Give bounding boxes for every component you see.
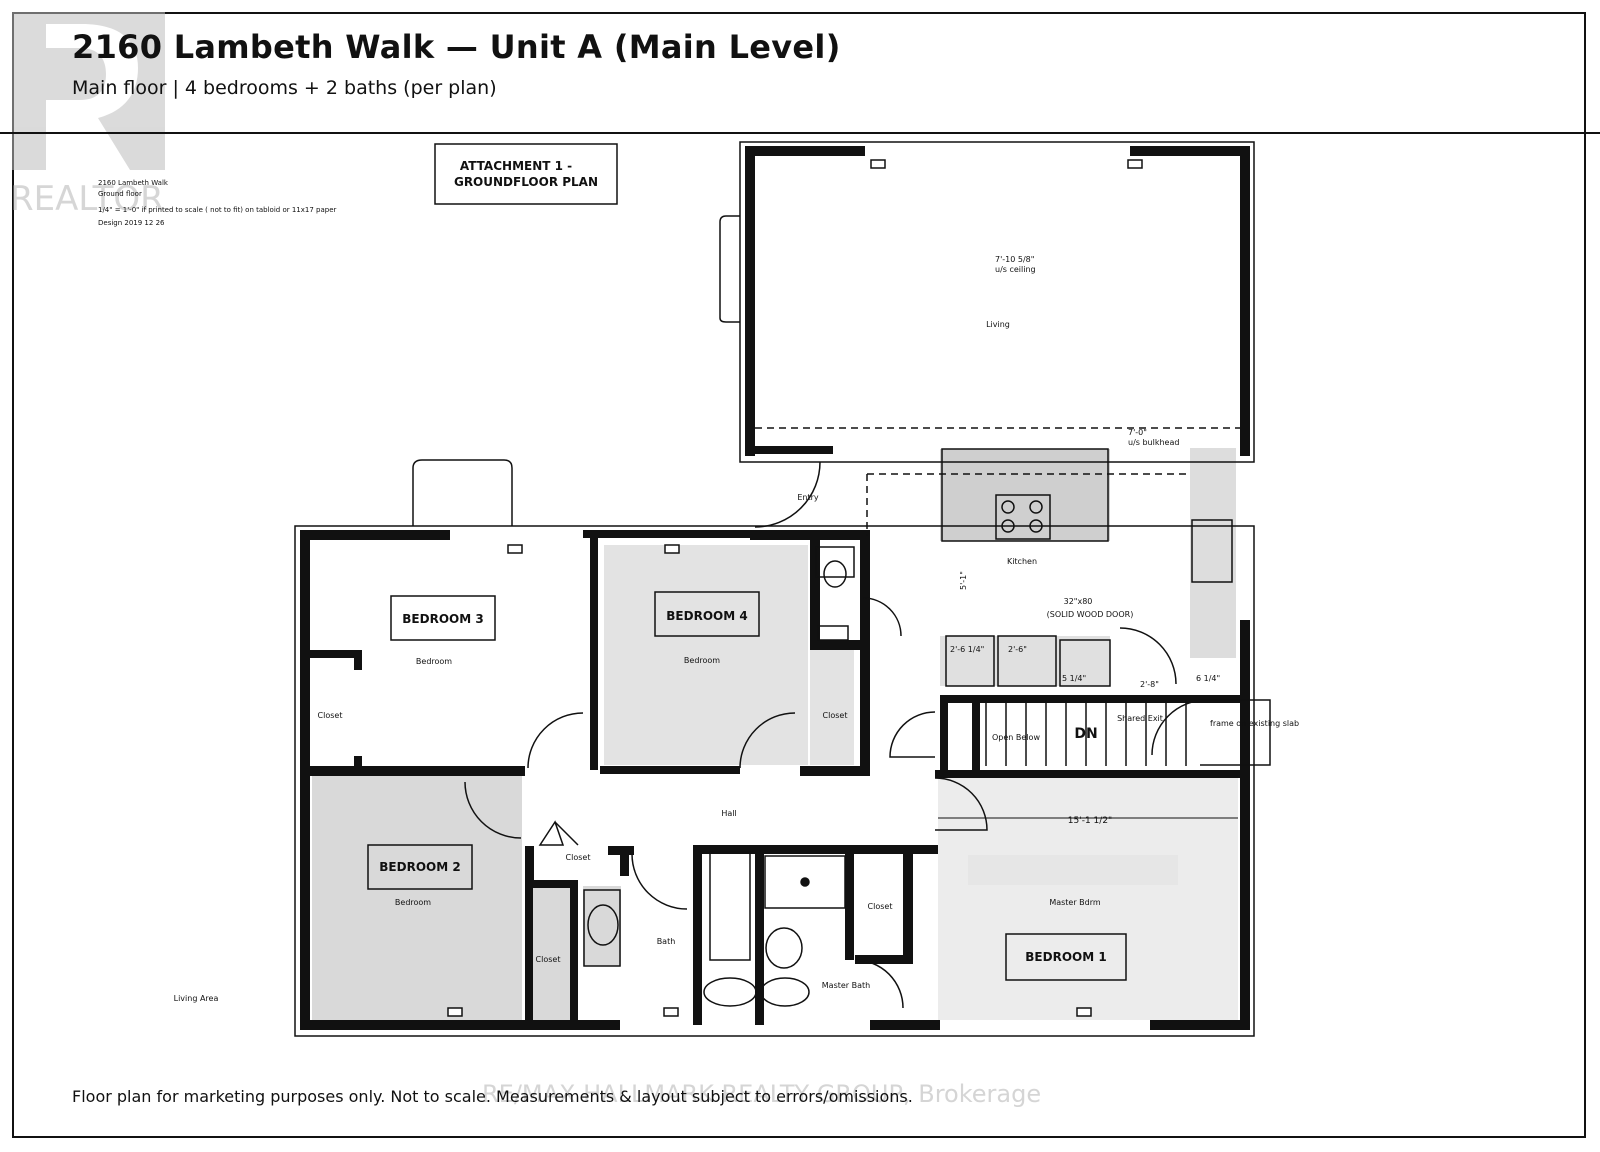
master-bedroom-label: Master Bdrm: [1049, 898, 1101, 907]
master-bath-label: Master Bath: [822, 981, 870, 990]
bedroom2-label: BEDROOM 2: [379, 860, 460, 874]
page-frame: [12, 12, 1586, 1138]
dim-3: 5 1/4": [1062, 674, 1086, 683]
bath-label: Bath: [657, 937, 676, 946]
ceiling-note: u/s ceiling: [995, 265, 1036, 274]
open-below: Open Below: [992, 733, 1040, 742]
bedroom1-label: BEDROOM 1: [1025, 950, 1106, 964]
bedroom3-sublabel: Bedroom: [416, 657, 452, 666]
attachment-title-1: ATTACHMENT 1 -: [460, 159, 572, 173]
bulkhead-height: 7'-0": [1128, 428, 1147, 437]
hall-dimension: 15'-1 1/2": [1068, 816, 1112, 826]
page-title: 2160 Lambeth Walk — Unit A (Main Level): [72, 28, 841, 66]
living-area-label: Living Area: [174, 994, 219, 1003]
bulkhead-note: u/s bulkhead: [1128, 438, 1179, 447]
entry-label: Entry: [797, 493, 819, 502]
closet-label: Closet: [318, 711, 343, 720]
project-info-4: Design 2019 12 26: [98, 219, 165, 227]
kitchen-label: Kitchen: [1007, 557, 1037, 566]
closet-label: Closet: [536, 955, 561, 964]
hall-label: Hall: [721, 809, 736, 818]
closet-label: Closet: [868, 902, 893, 911]
project-info-1: 2160 Lambeth Walk: [98, 179, 169, 187]
closet-label: Closet: [566, 853, 591, 862]
dim-2: 2'-6": [1008, 645, 1027, 654]
bedroom2-sublabel: Bedroom: [395, 898, 431, 907]
living-label: Living: [986, 320, 1010, 329]
bedroom3-label: BEDROOM 3: [402, 612, 483, 626]
ceiling-height: 7'-10 5/8": [995, 255, 1034, 264]
attachment-title-2: GROUNDFLOOR PLAN: [454, 175, 598, 189]
brokerage-watermark: RE/MAX HALLMARK REALTY GROUP, Brokerage: [482, 1080, 1042, 1108]
windows: [447, 159, 1143, 1017]
shared-exit: Shared Exit: [1117, 714, 1163, 723]
page-subtitle: Main floor | 4 bedrooms + 2 baths (per p…: [72, 77, 497, 99]
outlines: [294, 141, 1271, 1037]
frame-note: frame on existing slab: [1210, 719, 1299, 728]
logo-text: REALTOR: [10, 179, 164, 215]
door-type: (SOLID WOOD DOOR): [1047, 610, 1134, 619]
dim-1: 2'-6 1/4": [950, 645, 984, 654]
stairs-down: DN: [1074, 726, 1097, 742]
project-info-2: Ground floor: [98, 190, 142, 198]
room-fills: [312, 448, 1238, 1020]
project-info-3: 1/4" = 1'-0" if printed to scale ( not t…: [98, 206, 336, 214]
dim-5: 6 1/4": [1196, 674, 1220, 683]
door-size: 32"x80: [1064, 597, 1093, 606]
bedroom4-label: BEDROOM 4: [666, 609, 747, 623]
bedroom4-sublabel: Bedroom: [684, 656, 720, 665]
header-divider: [0, 132, 1600, 134]
realtor-logo: REALTOR: [10, 12, 165, 215]
dim-4: 2'-8": [1140, 680, 1159, 689]
footer-note: Floor plan for marketing purposes only. …: [72, 1087, 913, 1106]
closet-label: Closet: [823, 711, 848, 720]
dim-6: 5'-1": [959, 571, 968, 590]
walls: [300, 146, 1250, 1030]
